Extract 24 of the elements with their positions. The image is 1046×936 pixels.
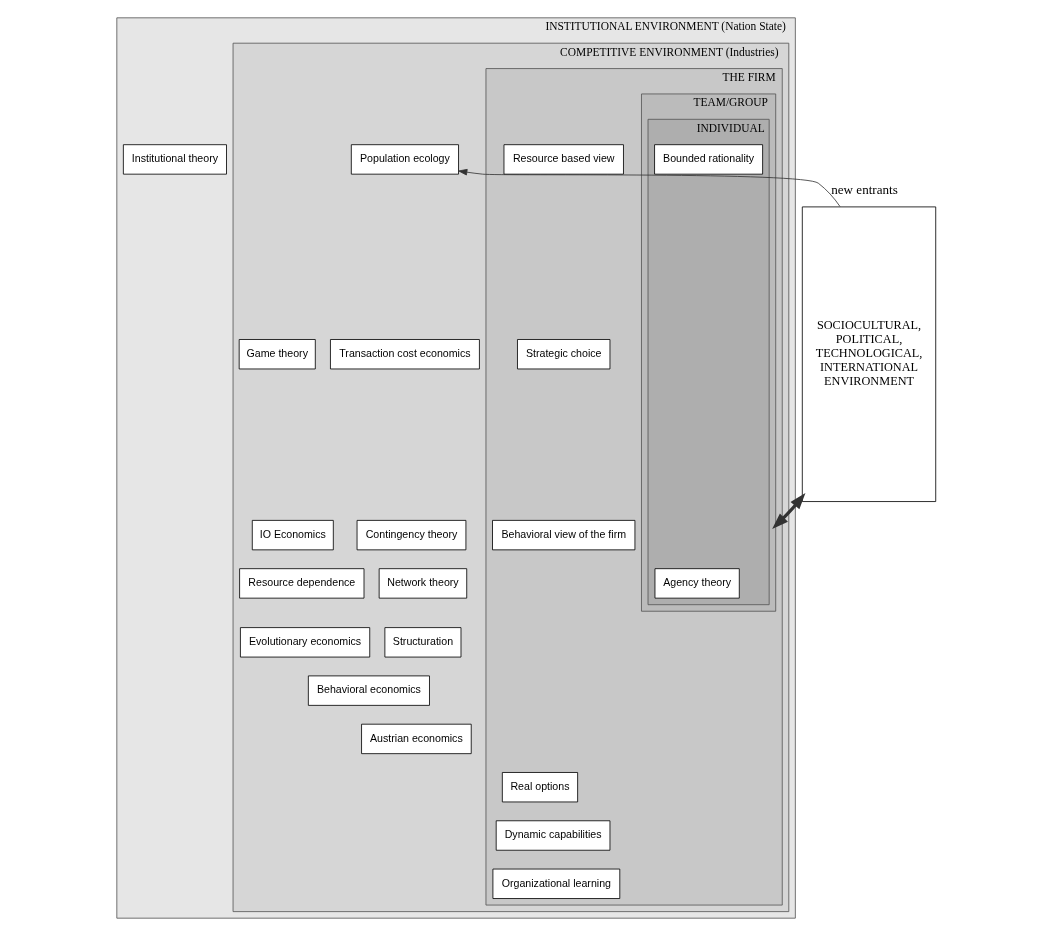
- arrow: [772, 493, 806, 530]
- node-box: Behavioral view of the firm: [492, 519, 636, 551]
- node-box: Austrian economics: [361, 723, 472, 755]
- node-box: Strategic choice: [517, 339, 611, 370]
- edge-label: new entrants: [831, 181, 898, 197]
- node-box: Dynamic capabilities: [495, 820, 611, 851]
- node-box: Bounded rationality: [654, 144, 763, 175]
- node-box: Population ecology: [350, 144, 459, 175]
- node-box: Game theory: [238, 339, 316, 370]
- node-box: Contingency theory: [356, 519, 467, 551]
- node-box: Organizational learning: [492, 868, 621, 899]
- node-box: Network theory: [378, 568, 468, 599]
- node-box: Behavioral economics: [307, 675, 430, 706]
- node-box: Institutional theory: [122, 144, 227, 175]
- node-box: Transaction cost economics: [330, 339, 480, 370]
- arrow: [458, 168, 841, 207]
- node-box: Real options: [501, 772, 579, 803]
- node-box: Resource based view: [503, 144, 624, 175]
- node-box: Evolutionary economics: [240, 627, 371, 658]
- node-box: Agency theory: [654, 568, 740, 599]
- node-box: SOCIOCULTURAL, POLITICAL, TECHNOLOGICAL, INTERNATIONAL ENVIRONMENT: [801, 206, 937, 502]
- node-box: Structuration: [384, 627, 462, 658]
- node-box: IO Economics: [251, 519, 334, 551]
- node-box: Resource dependence: [239, 568, 365, 599]
